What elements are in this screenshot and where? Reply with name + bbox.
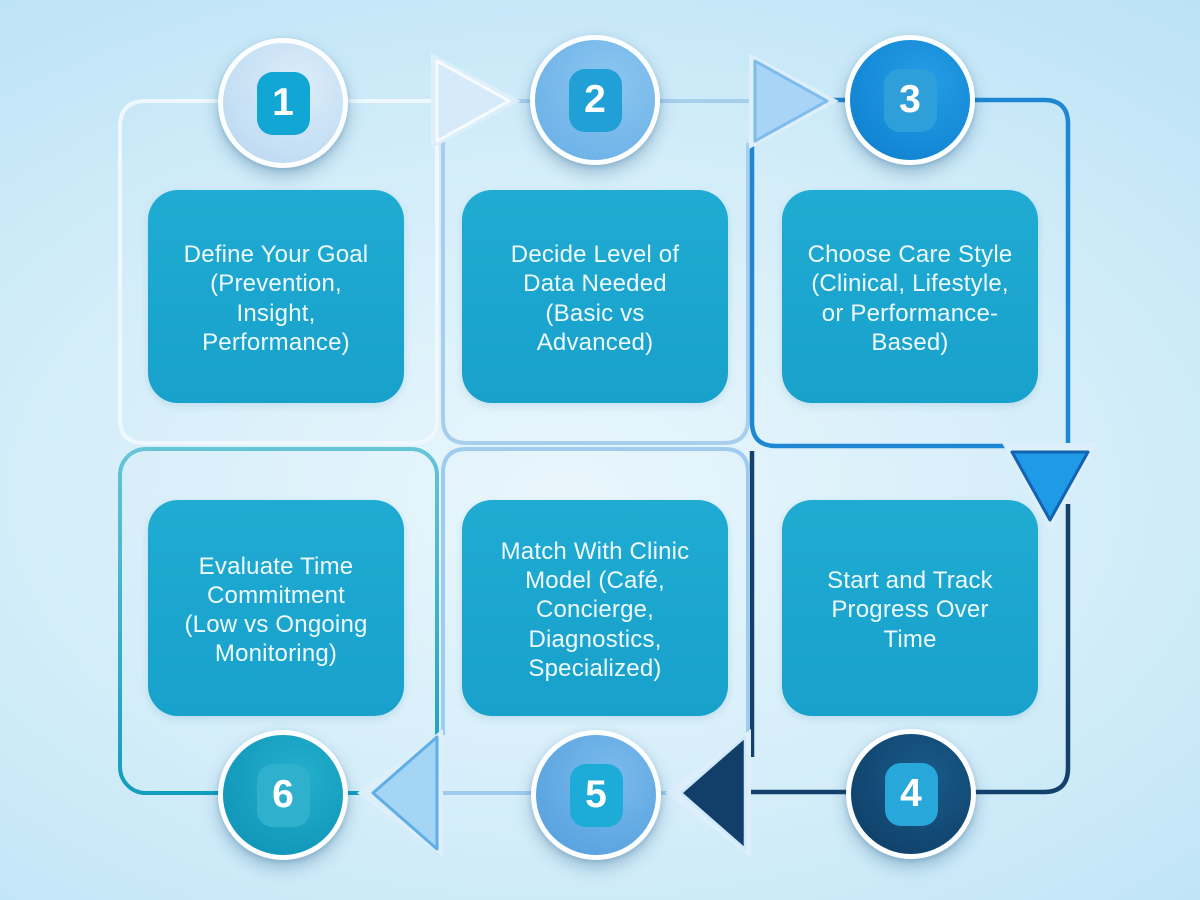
step-6-badge: 6 — [256, 763, 310, 827]
step-5-card: Match With Clinic Model (Café, Concierge… — [462, 500, 728, 716]
step-2-label: Decide Level of Data Needed (Basic vs Ad… — [510, 241, 680, 356]
panel-outline-step-5 — [441, 447, 750, 735]
step-2-badge: 2 — [568, 68, 622, 132]
step-4-badge: 4 — [884, 762, 938, 826]
panel-outline-step-1 — [118, 99, 439, 445]
step-5-label: Match With Clinic Model (Café, Concierge… — [500, 538, 690, 682]
step-3-label: Choose Care Style (Clinical, Lifestyle, … — [807, 241, 1013, 356]
panel-outline-step-4 — [730, 504, 1071, 795]
step-1-badge: 1 — [256, 71, 310, 135]
arrow-down-icon-step3-to-step4 — [1010, 450, 1090, 522]
step-3-marker: 3 — [845, 35, 975, 165]
step-1-label: Define Your Goal (Prevention, Insight, P… — [183, 241, 369, 356]
step-5-number: 5 — [585, 773, 607, 816]
step-2-marker: 2 — [530, 35, 660, 165]
step-1-card: Define Your Goal (Prevention, Insight, P… — [148, 190, 404, 403]
step-2-number: 2 — [584, 78, 606, 121]
arrow-left-icon-step4-to-step5 — [679, 735, 747, 851]
step-4-number: 4 — [900, 772, 922, 815]
step-6-number: 6 — [272, 773, 294, 816]
arrow-right-icon-step1-to-step2 — [435, 59, 511, 143]
step-1-number: 1 — [272, 81, 294, 124]
step-3-badge: 3 — [883, 68, 937, 132]
arrow-left-icon-step5-to-step6 — [371, 735, 439, 851]
step-4-card: Start and Track Progress Over Time — [782, 500, 1038, 716]
step-3-card: Choose Care Style (Clinical, Lifestyle, … — [782, 190, 1038, 403]
step-4-label: Start and Track Progress Over Time — [827, 567, 993, 653]
step-6-card: Evaluate Time Commitment (Low vs Ongoing… — [148, 500, 404, 716]
step-6-marker: 6 — [218, 730, 348, 860]
step-1-marker: 1 — [218, 38, 348, 168]
step-4-marker: 4 — [846, 729, 976, 859]
step-5-badge: 5 — [569, 763, 623, 827]
step-2-card: Decide Level of Data Needed (Basic vs Ad… — [462, 190, 728, 403]
step-6-label: Evaluate Time Commitment (Low vs Ongoing… — [184, 552, 368, 668]
step-3-number: 3 — [899, 78, 921, 121]
step-5-marker: 5 — [531, 730, 661, 860]
arrow-right-icon-step2-to-step3 — [753, 59, 829, 143]
